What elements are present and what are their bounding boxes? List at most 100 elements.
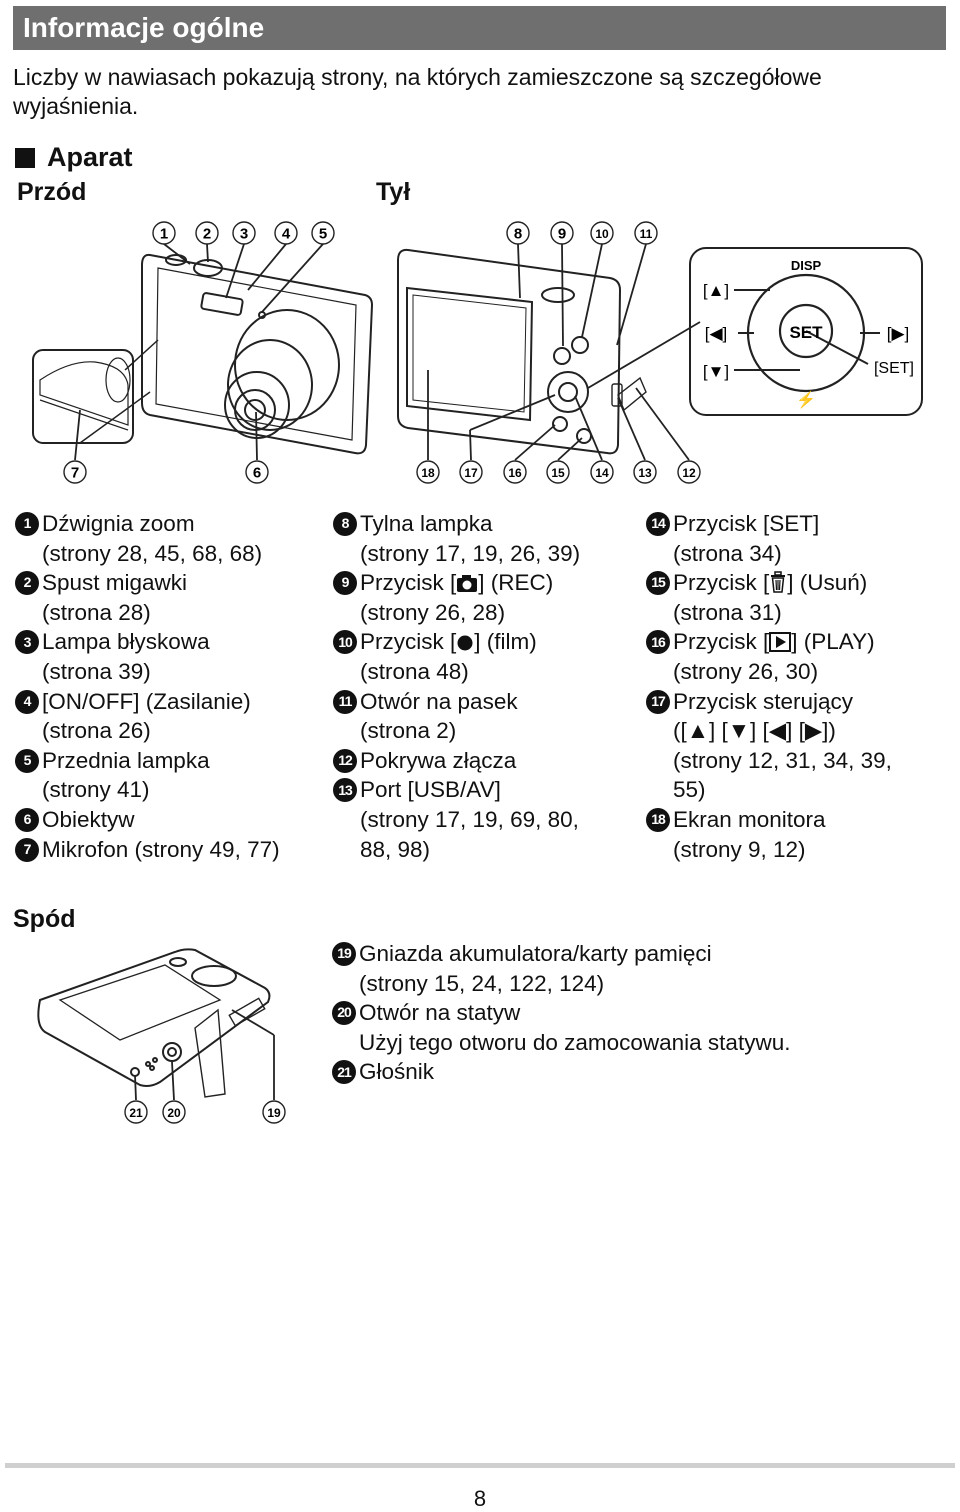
item-number: 16 — [646, 630, 670, 655]
svg-text:16: 16 — [508, 466, 522, 480]
item-number: 1 — [15, 512, 39, 536]
callout-19: 19 — [262, 1100, 286, 1124]
callout-8: 8 — [506, 221, 530, 245]
item-number: 21 — [332, 1060, 356, 1085]
item-text: Port [USB/AV] (strony 17, 19, 69, 80, 88… — [360, 777, 579, 862]
svg-text:12: 12 — [682, 466, 696, 480]
trash-icon — [771, 571, 786, 593]
callout-21: 21 — [124, 1100, 148, 1124]
callout-1: 1 — [152, 221, 176, 245]
item-number: 3 — [15, 630, 39, 655]
svg-text:21: 21 — [129, 1106, 143, 1120]
item-text: Mikrofon (strony 49, 77) — [42, 836, 280, 862]
svg-text:14: 14 — [595, 466, 609, 480]
callout-10: 10 — [590, 221, 614, 245]
item-number: 9 — [333, 571, 357, 596]
item-number: 6 — [15, 807, 39, 832]
item-number: 13 — [333, 778, 357, 803]
svg-text:9: 9 — [558, 226, 566, 243]
item-number: 10 — [333, 630, 357, 655]
item-number: 17 — [646, 689, 670, 714]
item-text: Przednia lampka (strony 41) — [42, 747, 210, 803]
callout-16: 16 — [503, 460, 527, 484]
section-header: Informacje ogólne — [13, 6, 946, 50]
dpad-set-caption: [SET] — [874, 360, 914, 377]
dpad-left-label: [◀] — [705, 324, 728, 343]
item-text: Lampa błyskowa (strona 39) — [42, 629, 210, 684]
item-text: Otwór na pasek (strona 2) — [360, 688, 518, 744]
item-number: 20 — [332, 1001, 356, 1026]
callout-15: 15 — [546, 460, 570, 484]
intro-text: Liczby w nawiasach pokazują strony, na k… — [13, 64, 822, 119]
item-number: 4 — [15, 689, 39, 714]
svg-text:15: 15 — [551, 466, 565, 480]
item-number: 5 — [15, 748, 39, 773]
back-callouts-top: 8 9 10 11 — [506, 221, 658, 245]
svg-text:3: 3 — [240, 226, 248, 243]
item-text: Przycisk [SET] (strona 34) — [673, 511, 820, 566]
back-callouts-bottom: 18 17 16 15 14 13 12 — [416, 460, 701, 484]
dpad-up-label: [▲] — [703, 281, 729, 300]
item-number: 15 — [646, 571, 670, 596]
item-text: Przycisk [] (Usuń) (strona 31) — [673, 570, 868, 625]
item-text: Głośnik — [359, 1059, 435, 1085]
callout-11: 11 — [634, 221, 658, 245]
callout-14: 14 — [590, 460, 614, 484]
front-label: Przód — [17, 178, 87, 206]
callout-13: 13 — [633, 460, 657, 484]
svg-text:8: 8 — [514, 226, 522, 243]
svg-text:10: 10 — [595, 227, 609, 241]
item-number: 7 — [15, 837, 39, 862]
callout-2: 2 — [195, 221, 219, 245]
svg-text:13: 13 — [638, 466, 652, 480]
svg-text:4: 4 — [282, 226, 291, 243]
callout-5: 5 — [311, 221, 335, 245]
record-dot-icon — [457, 635, 473, 651]
callout-20: 20 — [162, 1100, 186, 1124]
svg-text:5: 5 — [319, 226, 327, 243]
item-number: 11 — [333, 689, 357, 714]
dpad-right-label: [▶] — [887, 324, 910, 343]
dpad-down-label: [▼] — [703, 362, 729, 381]
item-text: Gniazda akumulatora/karty pamięci (stron… — [359, 941, 712, 996]
item-text: Dźwignia zoom (strony 28, 45, 68, 68) — [42, 511, 263, 566]
list-item: 4[ON/OFF] (Zasilanie) (strona 26) — [15, 687, 325, 746]
item-number: 12 — [333, 748, 357, 773]
svg-text:7: 7 — [71, 465, 79, 482]
item-text: [ON/OFF] (Zasilanie) (strona 26) — [42, 688, 251, 744]
item-number: 2 — [15, 571, 39, 596]
callout-17: 17 — [459, 460, 483, 484]
item-number: 8 — [333, 512, 357, 536]
item-text: Otwór na statyw Użyj tego otworu do zamo… — [359, 1000, 791, 1055]
flash-icon: ⚡ — [796, 390, 816, 409]
back-camera-drawing — [397, 248, 647, 455]
svg-text:1: 1 — [160, 226, 168, 243]
dpad-set-label: SET — [789, 323, 823, 342]
item-text: Przycisk sterujący ([▲] [▼] [◀] [▶]) (st… — [673, 688, 892, 803]
item-number: 14 — [646, 512, 670, 536]
item-text: Tylna lampka (strony 17, 19, 26, 39) — [360, 511, 581, 566]
svg-text:18: 18 — [421, 466, 435, 480]
item-text: Przycisk [] (PLAY) (strony 26, 30) — [673, 629, 875, 684]
